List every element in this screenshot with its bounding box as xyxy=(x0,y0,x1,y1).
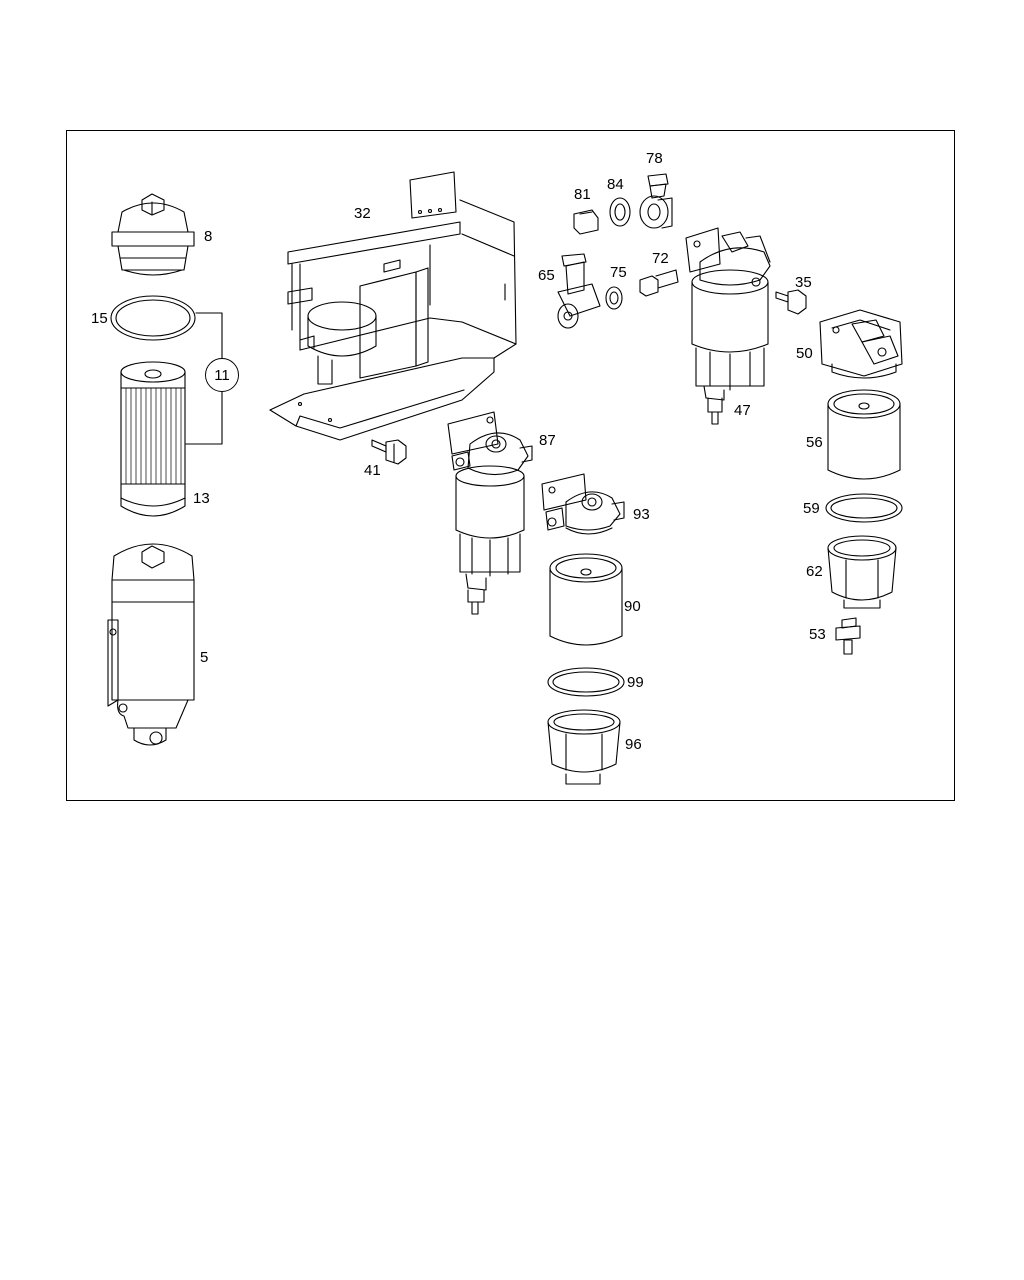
part-53-drain-screw xyxy=(835,617,861,655)
callout-47: 47 xyxy=(734,402,751,419)
part-72-connector xyxy=(639,269,679,297)
callout-50: 50 xyxy=(796,345,813,362)
callout-65: 65 xyxy=(538,267,555,284)
callout-78: 78 xyxy=(646,150,663,167)
part-59-seal-ring xyxy=(825,493,903,523)
part-84-washer xyxy=(609,197,631,227)
part-13-filter-element xyxy=(120,361,186,517)
part-90-filter-cartridge xyxy=(549,553,623,646)
part-50-filter-head xyxy=(819,309,903,379)
part-15-o-ring xyxy=(110,295,196,341)
callout-8: 8 xyxy=(204,228,213,245)
callout-11-bracket xyxy=(185,312,223,445)
callout-84: 84 xyxy=(607,176,624,193)
part-87-fuel-filter-assembly xyxy=(447,411,533,615)
part-65-valve xyxy=(557,253,601,329)
callout-75: 75 xyxy=(610,264,627,281)
callout-5: 5 xyxy=(200,649,209,666)
callout-99: 99 xyxy=(627,674,644,691)
part-75-seal-ring xyxy=(605,286,623,310)
callout-32: 32 xyxy=(354,205,371,222)
callout-87: 87 xyxy=(539,432,556,449)
part-56-filter-cartridge xyxy=(827,389,901,480)
callout-35: 35 xyxy=(795,274,812,291)
callout-93: 93 xyxy=(633,506,650,523)
part-5-filter-housing xyxy=(107,543,195,746)
callout-56: 56 xyxy=(806,434,823,451)
part-8-filter-cap xyxy=(111,193,195,276)
part-32-mounting-bracket xyxy=(269,171,517,441)
callout-59: 59 xyxy=(803,500,820,517)
callout-90: 90 xyxy=(624,598,641,615)
part-47-fuel-filter-assembly xyxy=(685,227,771,425)
part-78-banjo-fitting xyxy=(639,173,673,229)
diagram-frame xyxy=(66,130,955,801)
callout-72: 72 xyxy=(652,250,669,267)
callout-41: 41 xyxy=(364,462,381,479)
callout-15: 15 xyxy=(91,310,108,327)
part-93-filter-head xyxy=(541,473,625,535)
part-81-plug xyxy=(573,209,599,235)
part-41-bolt xyxy=(371,439,407,465)
callout-81: 81 xyxy=(574,186,591,203)
part-35-bolt xyxy=(775,289,807,315)
callout-62: 62 xyxy=(806,563,823,580)
part-96-water-bowl xyxy=(547,709,621,785)
part-62-water-bowl xyxy=(827,535,897,609)
callout-53: 53 xyxy=(809,626,826,643)
callout-11: 11 xyxy=(205,358,239,392)
part-99-seal-ring xyxy=(547,667,625,697)
callout-96: 96 xyxy=(625,736,642,753)
callout-13: 13 xyxy=(193,490,210,507)
